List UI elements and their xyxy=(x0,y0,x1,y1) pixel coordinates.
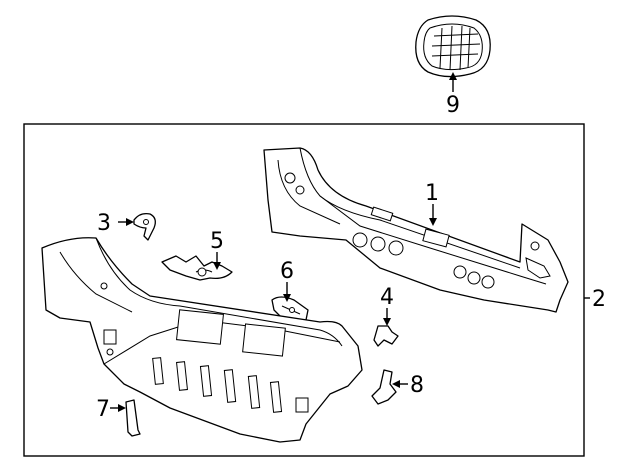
part-7-tab xyxy=(125,399,141,437)
part-4-clip xyxy=(373,325,399,347)
arrowhead-8 xyxy=(392,380,400,388)
part-5-reinforcement xyxy=(161,255,233,281)
callout-2: 2 xyxy=(592,287,606,312)
arrowhead-7 xyxy=(118,404,126,412)
part-3-bracket xyxy=(133,212,156,241)
arrowhead-6 xyxy=(283,294,291,302)
callout-9: 9 xyxy=(446,93,460,118)
callout-3: 3 xyxy=(97,211,111,236)
arrowhead-4 xyxy=(383,318,391,326)
callout-8: 8 xyxy=(410,373,424,398)
assembly-group-box xyxy=(23,123,585,457)
arrowhead-3 xyxy=(126,218,134,226)
part-8-bracket xyxy=(371,369,397,405)
part-1-rear-crossmember xyxy=(263,147,569,313)
callout-7: 7 xyxy=(96,397,110,422)
arrowhead-5 xyxy=(213,262,221,270)
arrowhead-9 xyxy=(449,72,457,80)
callout-5: 5 xyxy=(210,229,224,254)
callout-1: 1 xyxy=(425,181,439,206)
callout-4: 4 xyxy=(380,285,394,310)
callout-6: 6 xyxy=(280,259,294,284)
rear-body-panel xyxy=(41,237,363,443)
part-9-vent-grille xyxy=(415,15,491,78)
arrowhead-1 xyxy=(429,218,437,226)
